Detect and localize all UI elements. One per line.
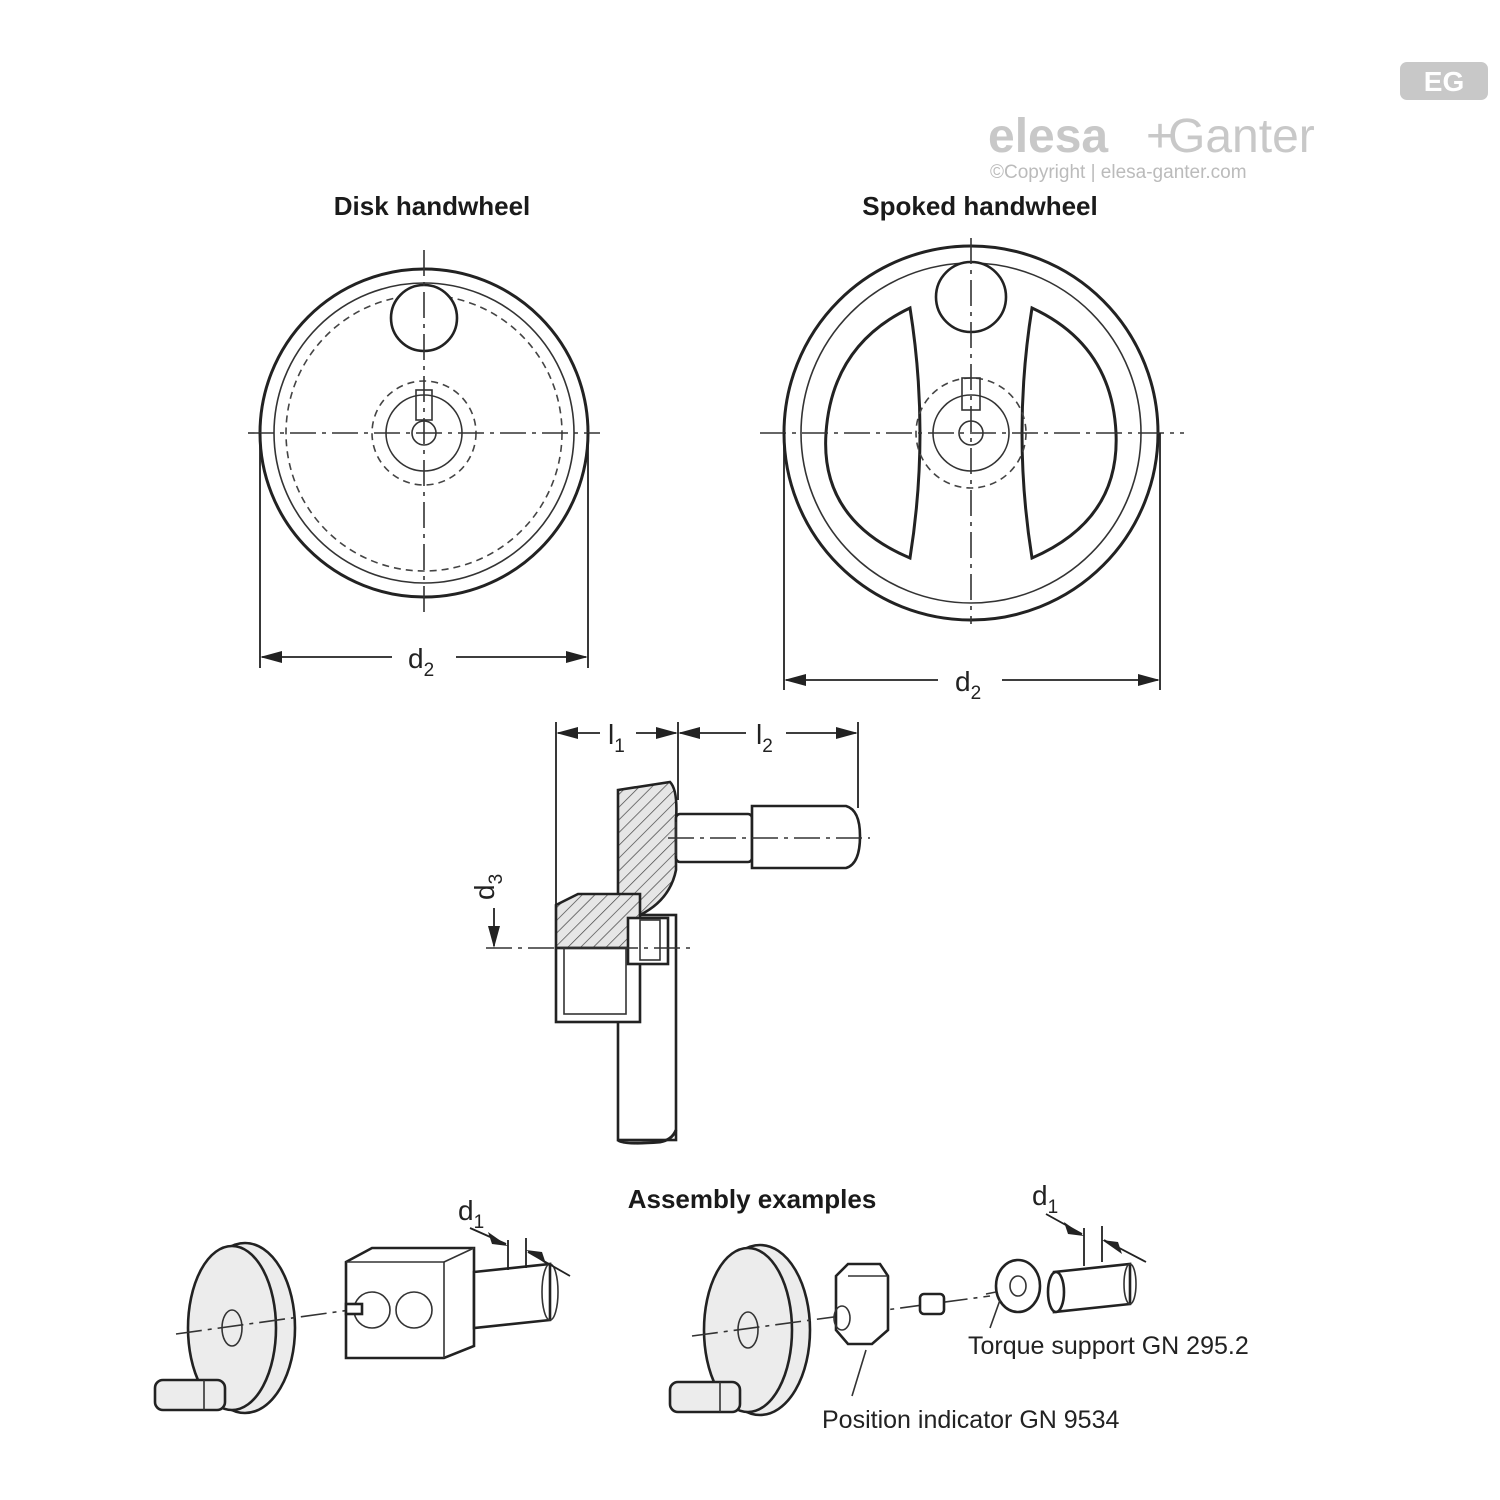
torque-support-icon (994, 1258, 1042, 1314)
dim-d2-spoked: d2 (955, 666, 981, 704)
assembly-left: d1 (153, 1195, 571, 1415)
dim-l2: l2 (756, 719, 773, 757)
spoked-handwheel-view: Spoked handwheel d2 (760, 191, 1184, 704)
disk-handwheel-view: Disk handwheel d2 (248, 191, 600, 681)
dim-d1-left: d1 (458, 1195, 484, 1233)
dim-d1-right: d1 (1032, 1180, 1058, 1218)
elesa-ganter-logo: EG elesa + Ganter ©Copyright | elesa-gan… (988, 62, 1488, 183)
assembly-examples: Assembly examples (153, 1180, 1249, 1434)
side-section-view: l1 l2 d3 (469, 719, 870, 1145)
assembly-examples-title: Assembly examples (628, 1184, 877, 1214)
assembly-right: d1 Torque support GN 295.2 Position indi… (668, 1180, 1249, 1434)
copyright-text: ©Copyright | elesa-ganter.com (990, 162, 1247, 183)
torque-support-label: Torque support GN 295.2 (968, 1332, 1249, 1360)
spoked-handwheel-title: Spoked handwheel (862, 191, 1098, 221)
brand-plus: + (1146, 110, 1174, 163)
brand-elesa: elesa (988, 110, 1108, 163)
dim-d2-disk: d2 (408, 643, 434, 681)
brand-ganter: Ganter (1168, 110, 1315, 163)
disk-handwheel-title: Disk handwheel (334, 191, 531, 221)
eg-badge-icon (1400, 62, 1488, 100)
position-indicator-label: Position indicator GN 9534 (822, 1406, 1119, 1434)
crank-handle-grip (750, 804, 862, 870)
eg-badge-text: EG (1424, 66, 1464, 97)
bearing-block-icon (344, 1246, 476, 1360)
dim-l1: l1 (608, 719, 625, 757)
crank-handle-icon (668, 1380, 742, 1414)
coupling-icon (918, 1292, 946, 1316)
crank-handle-icon (153, 1378, 227, 1412)
dim-d3: d3 (469, 874, 507, 900)
